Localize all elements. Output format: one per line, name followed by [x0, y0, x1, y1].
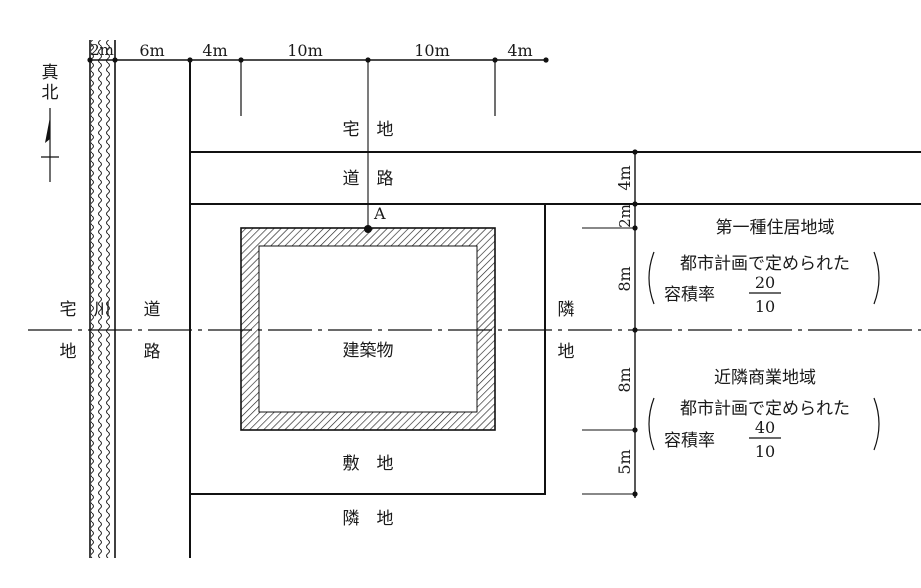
label-west-road-2: 路 — [144, 342, 161, 362]
north-arrow-icon — [41, 108, 59, 182]
point-a-marker — [364, 225, 372, 233]
zone1-left-bracket — [648, 251, 655, 305]
label-residential-top: 宅 地 — [343, 120, 394, 140]
label-west-residential-2: 地 — [60, 342, 77, 362]
zone2-ratio-label: 容積率 — [664, 431, 715, 451]
dim-top-3: 10m — [414, 41, 450, 60]
north-label-1: 真 — [42, 63, 59, 83]
dim-west-road-width: 6m — [139, 41, 164, 60]
site-boundary — [190, 203, 546, 495]
label-east-neighbor-2: 地 — [558, 342, 575, 362]
dim-top-1: 4m — [202, 41, 227, 60]
label-building: 建築物 — [343, 341, 394, 361]
north-label-2: 北 — [42, 83, 59, 103]
label-road-top: 道 路 — [343, 169, 394, 189]
zone1-ratio-label: 容積率 — [664, 285, 715, 305]
dim-bottom: 5m — [615, 449, 634, 474]
dim-top-4: 4m — [507, 41, 532, 60]
zone2-ratio-denominator: 10 — [755, 442, 775, 461]
zone2-name: 近隣商業地域 — [714, 368, 816, 388]
zone1-note: 都市計画で定められた — [680, 254, 850, 274]
label-site: 敷 地 — [343, 454, 394, 474]
river — [89, 40, 116, 558]
label-west-residential-1: 宅 — [60, 300, 77, 320]
dim-south-part: 8m — [615, 367, 634, 392]
dim-top-2: 10m — [287, 41, 323, 60]
building — [240, 227, 496, 431]
zone1-ratio-numerator: 20 — [755, 273, 775, 292]
zone2-ratio-numerator: 40 — [755, 418, 775, 437]
zone2-note: 都市計画で定められた — [680, 399, 850, 419]
zone1-ratio-denominator: 10 — [755, 297, 775, 316]
label-east-neighbor-1: 隣 — [558, 300, 575, 320]
dim-setback: 2m — [616, 204, 634, 228]
dim-road-width: 4m — [615, 165, 634, 190]
label-neighbor-bottom: 隣 地 — [343, 509, 394, 529]
dim-river-width: 2m — [90, 41, 114, 59]
zone2-left-bracket — [648, 397, 655, 451]
top-dimension-line — [87, 57, 549, 228]
zone1-right-bracket — [873, 251, 880, 305]
label-river: 川 — [94, 300, 111, 320]
dim-north-part: 8m — [615, 266, 634, 291]
label-west-road-1: 道 — [144, 300, 161, 320]
zone2-right-bracket — [873, 397, 880, 451]
right-dimension-line — [582, 149, 638, 498]
zone1-name: 第一種住居地域 — [716, 218, 835, 238]
label-point-a: A — [373, 204, 386, 223]
